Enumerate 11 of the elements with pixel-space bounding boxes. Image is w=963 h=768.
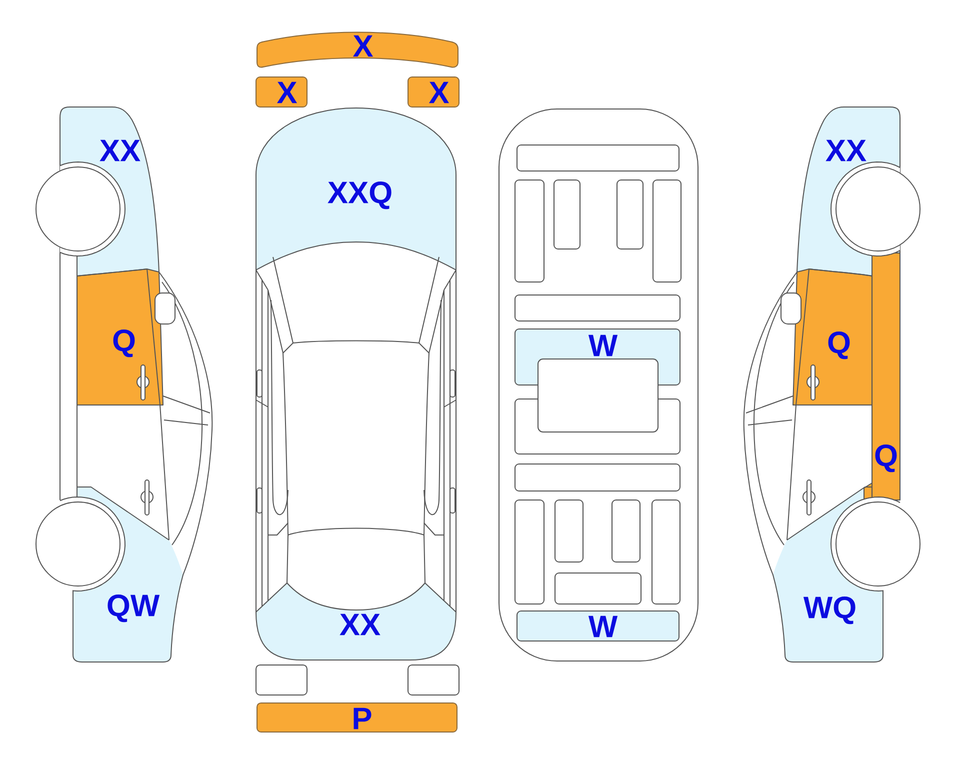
lamp-panel [408,664,460,696]
bumper-panel: P [256,702,458,732]
lamp-panel [256,664,308,696]
body-panel: XX [256,583,456,660]
bumper-panel: X [256,32,458,68]
underbody-panel: W [516,610,680,642]
door-panel: Q [76,268,164,406]
hood-panel: XXQ [256,108,456,270]
lamp-panel: X [408,76,460,108]
door-panel: Q [792,268,872,406]
lamp-panel: X [256,76,308,108]
